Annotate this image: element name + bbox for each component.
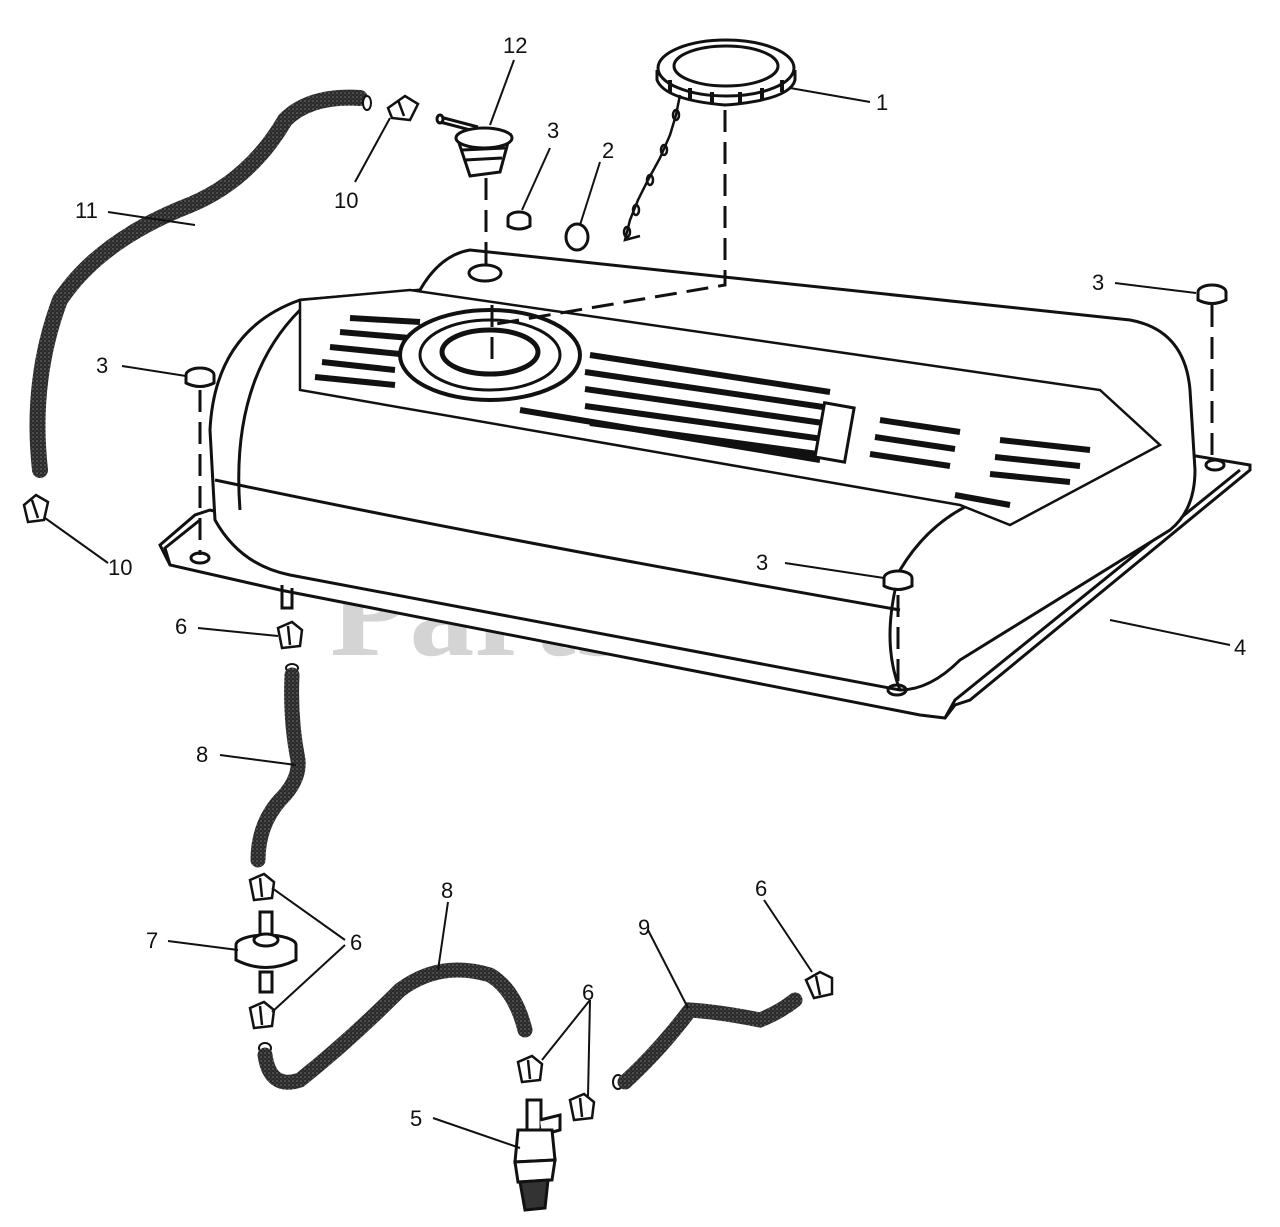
callout-4: 4 bbox=[1234, 635, 1246, 660]
leader-lines bbox=[44, 59, 1231, 1149]
fuel-line-hose-icon bbox=[257, 962, 533, 1090]
callout-3: 3 bbox=[1092, 270, 1104, 295]
callout-11: 11 bbox=[75, 198, 98, 223]
fuel-cap-icon bbox=[655, 38, 797, 107]
callout-3: 3 bbox=[96, 353, 108, 378]
fuel-line-hose-icon bbox=[250, 667, 306, 868]
hose-clamp-icon bbox=[248, 620, 834, 1122]
retainer-chain-icon bbox=[622, 94, 682, 242]
callout-10: 10 bbox=[108, 555, 132, 580]
callout-5: 5 bbox=[410, 1106, 422, 1131]
callout-9: 9 bbox=[638, 915, 650, 940]
callout-6: 6 bbox=[175, 614, 187, 639]
callout-7: 7 bbox=[146, 928, 158, 953]
fuel-tank-icon bbox=[158, 248, 1252, 720]
fuel-filter-icon bbox=[234, 910, 298, 994]
callout-3: 3 bbox=[756, 550, 768, 575]
callout-12: 12 bbox=[503, 33, 527, 58]
callout-6: 6 bbox=[350, 930, 362, 955]
vent-fitting-icon bbox=[435, 113, 514, 178]
callout-8: 8 bbox=[196, 742, 208, 767]
callout-3: 3 bbox=[547, 118, 559, 143]
callout-10: 10 bbox=[334, 188, 358, 213]
o-ring-icon bbox=[564, 222, 590, 252]
callout-8: 8 bbox=[441, 878, 453, 903]
assembly-lines bbox=[198, 110, 1214, 688]
callout-6: 6 bbox=[582, 980, 594, 1005]
callout-2: 2 bbox=[602, 138, 614, 163]
hose-clamp-icon bbox=[22, 94, 420, 524]
callout-1: 1 bbox=[876, 90, 888, 115]
callout-6: 6 bbox=[755, 876, 767, 901]
shutoff-valve-icon bbox=[513, 1098, 562, 1212]
vent-hose-icon bbox=[29, 89, 368, 478]
callout-labels: 1 2 3 3 3 3 4 5 6 6 6 6 7 8 8 9 10 10 11… bbox=[75, 33, 1246, 1131]
fuel-line-hose-icon bbox=[617, 992, 803, 1090]
grommet-icon bbox=[184, 210, 1228, 591]
